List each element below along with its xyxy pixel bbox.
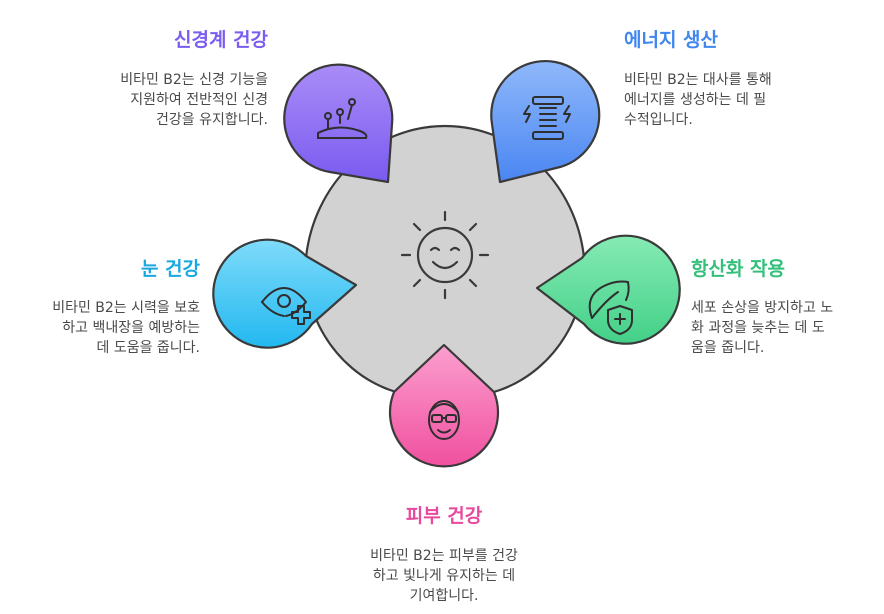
eye-title: 눈 건강 (140, 258, 200, 280)
nerve-drop (283, 63, 394, 184)
energy-description: 비타민 B2는 대사를 통해 에너지를 생성하는 데 필 수적입니다. (624, 70, 844, 130)
skin-drop (388, 343, 500, 468)
energy-drop (490, 60, 601, 184)
eye-desc-line: 하고 백내장을 예방하는 (62, 320, 200, 336)
antioxidant-desc-line: 세포 손상을 방지하고 노 (691, 300, 834, 316)
skin-desc-line: 하고 빛나게 유지하는 데 (372, 568, 516, 584)
skin-desc-line: 비타민 B2는 피부를 건강 (370, 548, 518, 564)
eye-desc-line: 데 도움을 줍니다. (96, 340, 200, 356)
antioxidant-desc-line: 화 과정을 늦추는 데 도 (691, 320, 825, 336)
nerve-desc-line: 건강을 유지합니다. (156, 112, 268, 128)
leaf-shield-icon (588, 280, 633, 335)
eye-description: 비타민 B2는 시력을 보호 하고 백내장을 예방하는 데 도움을 줍니다. (0, 298, 200, 358)
antioxidant-drop (535, 234, 681, 345)
skin-title: 피부 건강 (405, 505, 483, 527)
energy-desc-line: 에너지를 생성하는 데 필 (624, 92, 767, 108)
nerve-desc-line: 지원하여 전반적인 신경 (130, 92, 268, 108)
face-icon (428, 400, 460, 440)
antioxidant-description: 세포 손상을 방지하고 노 화 과정을 늦추는 데 도 움을 줍니다. (691, 298, 881, 358)
nerve-neuron-icon (317, 98, 368, 139)
eye-drop (212, 238, 358, 349)
skin-description: 비타민 B2는 피부를 건강 하고 빛나게 유지하는 데 기여합니다. (332, 546, 556, 606)
nerve-title: 신경계 건강 (173, 29, 268, 51)
energy-desc-line: 수적입니다. (624, 112, 693, 128)
eye-desc-line: 비타민 B2는 시력을 보호 (52, 300, 200, 316)
antioxidant-title: 항산화 작용 (691, 258, 786, 280)
eye-plus-icon (261, 287, 311, 325)
energy-desc-line: 비타민 B2는 대사를 통해 (624, 72, 772, 88)
nerve-description: 비타민 B2는 신경 기능을 지원하여 전반적인 신경 건강을 유지합니다. (60, 70, 268, 130)
nerve-desc-line: 비타민 B2는 신경 기능을 (120, 72, 268, 88)
energy-title: 에너지 생산 (624, 29, 719, 51)
antioxidant-desc-line: 움을 줍니다. (691, 340, 765, 356)
skin-desc-line: 기여합니다. (409, 588, 479, 604)
sun-smile-icon (400, 210, 490, 300)
energy-battery-icon (523, 96, 571, 140)
